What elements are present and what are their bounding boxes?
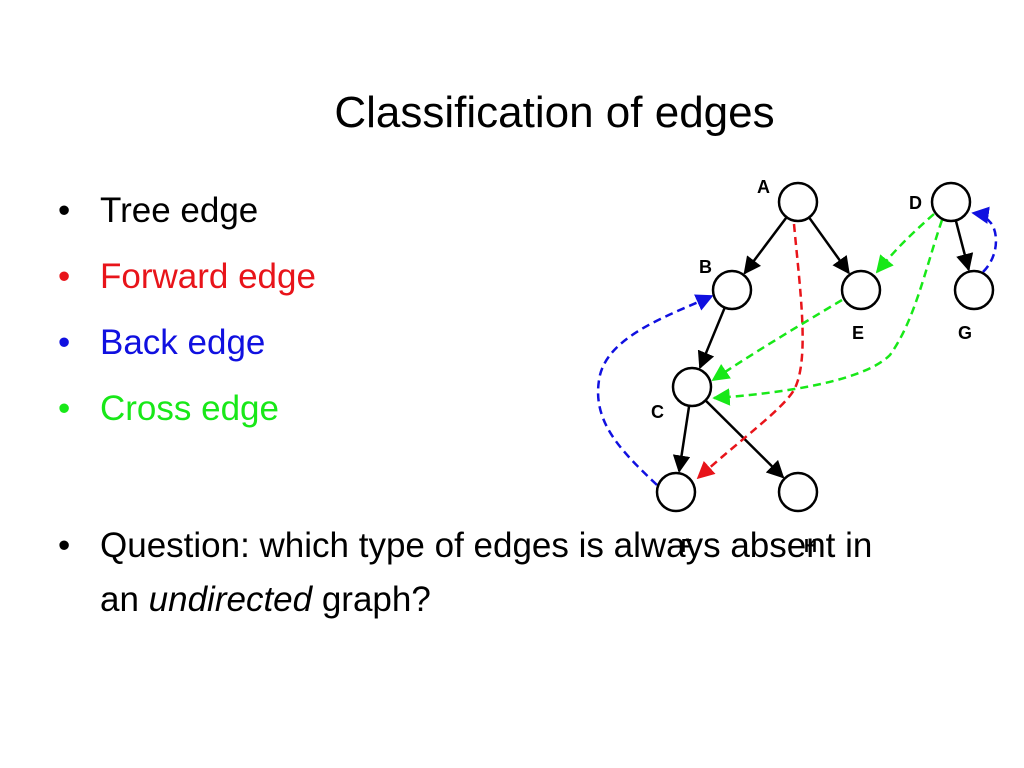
bullet-dot: • [58,526,71,565]
edge-tree-c-h [704,399,785,479]
edge-tree-a-e [808,216,850,275]
bullet-text: Forward edge [100,257,316,296]
node-label-c: C [651,402,664,422]
bullet-text: Back edge [100,323,266,362]
question-text: • Question: which type of edges is alway… [58,519,878,627]
node-g [953,269,995,311]
bullet-back-edge: • Back edge [58,322,618,364]
edge-tree-c-f [672,405,691,473]
slide-title: Classification of edges [334,88,775,137]
edge-layer [596,206,998,486]
question-emphasis: undirected [148,580,313,619]
edge-cross-d-e [875,213,935,274]
bullet-dot: • [58,323,71,362]
bullet-forward-edge: • Forward edge [58,256,618,298]
bullet-text: Cross edge [100,389,279,428]
node-f [655,471,697,513]
node-e [840,269,882,311]
bullet-tree-edge: • Tree edge [58,190,618,232]
edge-cross-d-c [712,219,944,406]
bullet-text: Tree edge [100,191,259,230]
edge-cross-e-c [711,298,843,382]
node-label-d: D [909,193,922,213]
node-label-a: A [757,177,770,197]
edge-forward-a-f [696,223,804,480]
node-label-g: G [958,323,972,343]
edge-back-g-d [971,206,998,273]
bullet-dot: • [58,257,71,296]
question-suffix: graph? [312,580,431,619]
node-c [671,366,713,408]
node-h [777,471,819,513]
question-prefix: Question: which type of edges is always … [100,526,873,619]
node-label-e: E [852,323,864,343]
edge-type-list: • Tree edge • Forward edge • Back edge •… [58,190,618,454]
node-label-b: B [699,257,712,277]
edge-tree-a-b [743,216,788,275]
node-b [711,269,753,311]
edge-tree-b-c [697,307,726,370]
bullet-dot: • [58,389,71,428]
node-d [930,181,972,223]
edge-tree-d-g [954,220,974,272]
bullet-dot: • [58,191,71,230]
node-a [777,181,819,223]
bullet-cross-edge: • Cross edge [58,388,618,430]
